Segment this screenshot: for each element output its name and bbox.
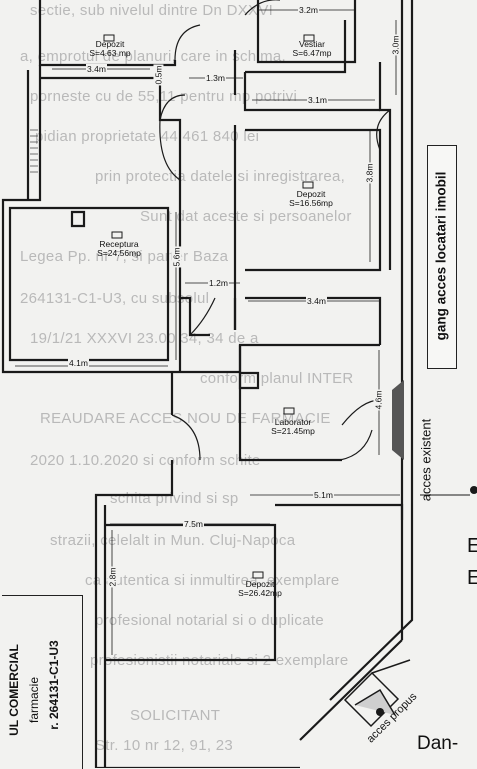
dimension-label: 2.8m — [107, 566, 118, 588]
room-name: Vestiar — [299, 39, 325, 49]
room-name: Depozit — [245, 579, 275, 589]
room-vestiar: Vestiar S=6.47mp — [282, 40, 342, 58]
bg-line: REAUDARE ACCES NOU DE FARMACIE — [40, 410, 331, 427]
dimension-lines — [15, 9, 400, 655]
room-area: S=16.56mp — [289, 198, 333, 208]
dimension-label: 5.1m — [313, 490, 334, 500]
access-point — [376, 708, 384, 716]
room-name: Laborator — [274, 417, 312, 427]
room-area: S=4.63 mp — [89, 48, 131, 58]
room-depozit-3: Depozit S=26.42mp — [224, 580, 296, 598]
title-block — [2, 595, 83, 769]
proposed-access — [343, 659, 411, 728]
bg-line: profesional notarial si o duplicate — [95, 612, 324, 629]
dimension-label: 3.1m — [307, 95, 328, 105]
room-area: S=26.42mp — [238, 588, 282, 598]
dimension-label: 3.8m — [364, 162, 375, 184]
room-area: S=24.56mp — [97, 248, 141, 258]
gang-label: gang acces locatari imobil — [433, 171, 449, 341]
bg-line: Str. 10 nr 12, 91, 23 — [95, 737, 234, 754]
dimension-label: 4.1m — [68, 358, 89, 368]
dimension-label: 7.5m — [183, 519, 204, 529]
hatch-strip — [30, 129, 38, 173]
dimension-label: 1.2m — [208, 278, 229, 288]
gang-label-box — [427, 145, 457, 369]
door-swings — [159, 0, 391, 461]
room-name: Receptura — [99, 239, 139, 249]
bg-line: porneste cu de 55,11 pentru mp potrivi — [30, 88, 298, 105]
dimension-label: 5.6m — [171, 246, 182, 268]
bg-line: pidian proprietate 44 461 840 lei — [35, 128, 260, 145]
bg-line: SOLICITANT — [130, 707, 221, 724]
room-area: S=21.45mp — [271, 426, 315, 436]
title-line-3: r. 264131-C1-U3 — [47, 640, 61, 730]
dimension-label: 4.6m — [373, 389, 384, 411]
dimension-label: 3.4m — [306, 296, 327, 306]
right-edge-letter: E — [467, 567, 477, 589]
room-name: Depozit — [296, 189, 326, 199]
dimension-label: 3.4m — [86, 64, 107, 74]
bg-line: sectie, sub nivelul dintre Dn DXXVI — [30, 2, 274, 19]
bg-line: 2020 1.10.2020 si conform schite — [30, 452, 261, 469]
bg-line: a, emprotul de planuri, care in schima, — [20, 48, 286, 65]
signature-name: Dan- — [417, 733, 459, 754]
room-laborator: Laborator S=21.45mp — [258, 418, 328, 436]
bg-line: Sunt dat aceste si persoanelor — [140, 208, 352, 225]
title-line-1: UL COMERCIAL — [7, 644, 21, 736]
bg-line: strazii, celelalt in Mun. Cluj-Napoca — [50, 532, 296, 549]
access-arrow — [392, 380, 404, 460]
room-area: S=6.47mp — [292, 48, 332, 58]
right-edge-letter: E — [467, 535, 477, 557]
room-depozit-2: Depozit S=16.56mp — [278, 190, 344, 208]
bg-line: conform planul INTER — [200, 370, 354, 387]
title-line-2: farmacie — [27, 676, 41, 724]
room-depozit-1: Depozit S=4.63 mp — [80, 40, 140, 58]
bg-line: 264131-C1-U3, cu subsolul — [20, 290, 210, 307]
dimension-label: 1.3m — [205, 73, 226, 83]
room-markers — [103, 34, 315, 579]
bg-line: prin protectia datele si inregistrarea, — [95, 168, 346, 185]
dimension-label: 3.0m — [390, 34, 401, 56]
dimension-label: 0.5m — [153, 64, 164, 86]
acces-existent-label: acces existent — [418, 418, 434, 502]
dimension-label: 3.2m — [298, 5, 319, 15]
room-receptura: Receptura S=24.56mp — [84, 240, 154, 258]
room-name: Depozit — [95, 39, 125, 49]
walls — [1, 0, 414, 768]
